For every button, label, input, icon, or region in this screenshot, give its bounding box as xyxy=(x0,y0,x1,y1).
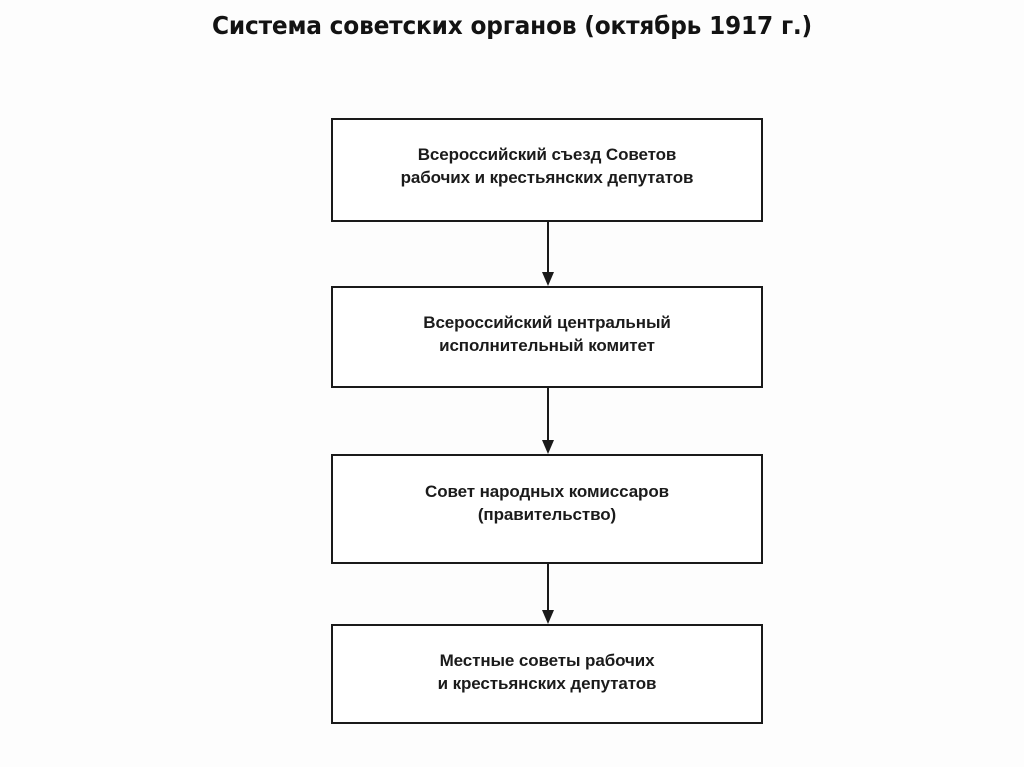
flow-node-council-of-peoples-commissars[interactable]: Совет народных комиссаров (правительство… xyxy=(331,454,763,564)
flow-node-label: Местные советы рабочих и крестьянских де… xyxy=(437,651,657,693)
flow-node-label: Всероссийский центральный исполнительный… xyxy=(423,313,671,355)
flow-node-all-russian-congress-of-soviets[interactable]: Всероссийский съезд Советов рабочих и кр… xyxy=(331,118,763,222)
flow-node-local-soviets[interactable]: Местные советы рабочих и крестьянских де… xyxy=(331,624,763,724)
arrow-shaft xyxy=(547,388,549,442)
flow-arrow-sovnarkom-to-local-soviets xyxy=(541,564,555,624)
flow-arrow-vtsik-to-sovnarkom xyxy=(541,388,555,454)
arrow-head-down-icon xyxy=(542,610,554,624)
arrow-head-down-icon xyxy=(542,440,554,454)
flow-arrow-congress-to-vtsik xyxy=(541,222,555,286)
flow-node-label: Всероссийский съезд Советов рабочих и кр… xyxy=(400,145,694,187)
arrow-shaft xyxy=(547,564,549,612)
arrow-head-down-icon xyxy=(542,272,554,286)
page-title: Система советских органов (октябрь 1917 … xyxy=(212,11,812,40)
flow-node-label: Совет народных комиссаров (правительство… xyxy=(425,482,669,524)
arrow-shaft xyxy=(547,222,549,274)
flow-node-all-russian-central-executive-committee[interactable]: Всероссийский центральный исполнительный… xyxy=(331,286,763,388)
